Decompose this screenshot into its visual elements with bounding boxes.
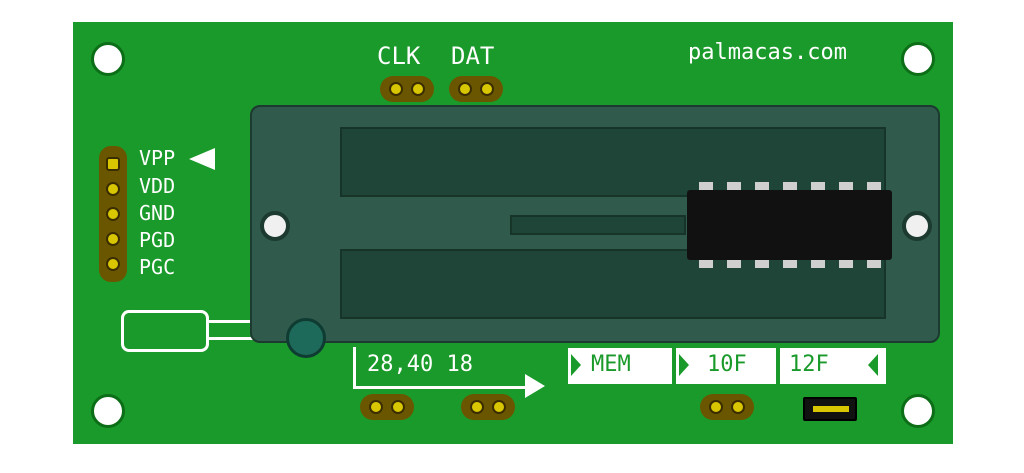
header-pin [469,400,484,414]
jumper-12f[interactable] [803,397,857,421]
chip-pin [783,260,797,268]
chip-pin [811,182,825,190]
clk-header[interactable] [380,76,434,102]
chip-pin [755,182,769,190]
header-pin [368,400,383,414]
lever-knob[interactable] [286,318,326,358]
icsp-header[interactable] [99,146,127,282]
f12-label: 12F [789,352,829,377]
header-pin [457,82,472,96]
mounting-hole-top-right [901,42,935,76]
vpp-arrow-icon [189,148,215,170]
header-pin [492,400,507,414]
socket-upper-contacts [340,127,886,197]
header-pin [106,257,120,271]
f10-label: 10F [707,352,747,377]
chip-pin [727,182,741,190]
icsp-label-vpp: VPP [139,146,176,170]
arrow-right-icon [525,374,545,398]
chip-pin [839,182,853,190]
chip-pin [867,182,881,190]
size-bracket [353,347,525,389]
chip-pin [867,260,881,268]
header-pin [388,82,403,96]
chip-pin [755,260,769,268]
size-label: 28,40 18 [367,352,473,377]
f10-notch-icon [679,354,689,376]
header-pin [480,82,495,96]
socket-center-slot [510,215,686,235]
header-pin [708,400,723,414]
header-pin [106,157,120,171]
icsp-label-vdd: VDD [139,174,176,198]
size-header-2[interactable] [461,394,515,420]
chip-pin [783,182,797,190]
header-pin [106,232,120,246]
chip-pin [699,260,713,268]
chip-pin [727,260,741,268]
mounting-hole-bottom-left [91,394,125,428]
header-pin [391,400,406,414]
icsp-label-gnd: GND [139,201,176,225]
ic-chip [687,182,892,268]
mounting-hole-top-left [91,42,125,76]
socket-screw-left [260,211,290,241]
f12-notch-icon [868,354,878,376]
chip-pin [699,182,713,190]
dat-label: DAT [451,42,495,70]
mem-tag [568,348,672,384]
icsp-label-pgc: PGC [139,255,176,279]
chip-pin [811,260,825,268]
header-pin [106,182,120,196]
header-pin [731,400,746,414]
icsp-label-pgd: PGD [139,228,176,252]
pcb-board: palmacas.com CLK DAT VPP VDD GND PGD PGC [73,22,953,444]
f10-header[interactable] [700,394,754,420]
f10-tag [676,348,776,384]
header-pin [411,82,426,96]
mounting-hole-bottom-right [901,394,935,428]
clk-label: CLK [377,42,421,70]
size-header-1[interactable] [360,394,414,420]
socket-screw-right [902,211,932,241]
header-pin [106,207,120,221]
jumper-contact [813,406,849,412]
mem-label: MEM [591,352,631,377]
brand-label: palmacas.com [688,40,847,65]
dat-header[interactable] [449,76,503,102]
mem-notch-icon [571,354,581,376]
chip-pin [839,260,853,268]
lever-outline [121,310,209,352]
zif-socket [250,105,940,343]
